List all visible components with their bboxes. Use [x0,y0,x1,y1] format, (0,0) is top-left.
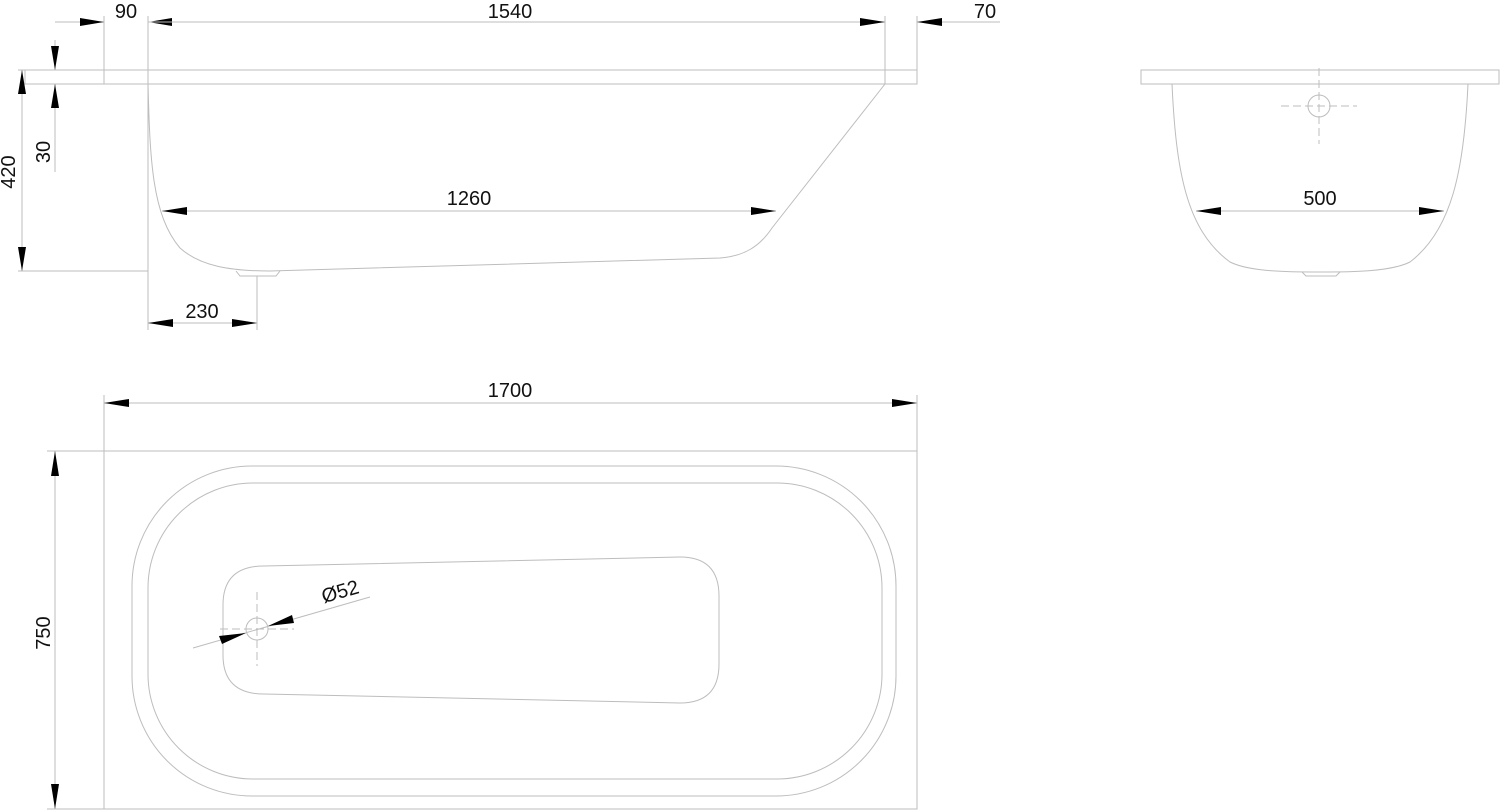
dimension-label-total-length: 1700 [488,380,533,402]
end-view-drain-foot [1301,271,1341,277]
dimension-label-left-rim: 90 [115,1,137,23]
side-view-rim [24,69,918,85]
top-view-tub-opening [147,482,883,780]
top-view-inner-rim [131,465,897,797]
dimension-label-bottom-length: 1260 [447,188,492,210]
arrowhead [162,207,187,215]
top-view-tub-floor [222,556,720,704]
arrowhead [18,70,26,94]
side-view-drain-foot [235,270,281,277]
end-view-rim [1140,69,1500,85]
dimension-label-rim-thickness: 30 [33,141,55,163]
arrowhead [51,784,59,809]
arrowhead [80,18,104,26]
dimension-label-drain-offset: 230 [185,301,218,323]
arrowhead [917,18,942,26]
dimension-label-drain-diameter: Ø52 [319,576,361,608]
arrowhead [18,247,26,271]
dimension-label-right-rim: 70 [974,1,996,23]
side-view: 90 1540 70 420 30 1260 230 [0,1,1000,330]
arrowhead [51,84,59,108]
dimension-label-inner-length: 1540 [488,1,533,23]
arrowhead [892,399,917,407]
side-view-tub-body [147,83,886,272]
arrowhead [860,18,885,26]
end-view-tub-body [1171,83,1469,273]
top-view: Ø52 1700 750 [33,380,918,810]
dimension-label-bottom-width: 500 [1303,188,1336,210]
arrowhead [232,319,257,327]
dimension-label-total-width: 750 [33,616,55,649]
arrowhead [1196,207,1221,215]
dimension-label-total-height: 420 [0,155,20,188]
end-view: 500 [1140,68,1500,277]
arrowhead [751,207,776,215]
arrowhead [148,319,173,327]
arrowhead [219,633,246,644]
arrowhead [1419,207,1444,215]
top-view-outer-rim [103,450,918,810]
arrowhead [51,46,59,70]
arrowhead [268,615,294,626]
arrowhead [51,451,59,476]
arrowhead [104,399,129,407]
